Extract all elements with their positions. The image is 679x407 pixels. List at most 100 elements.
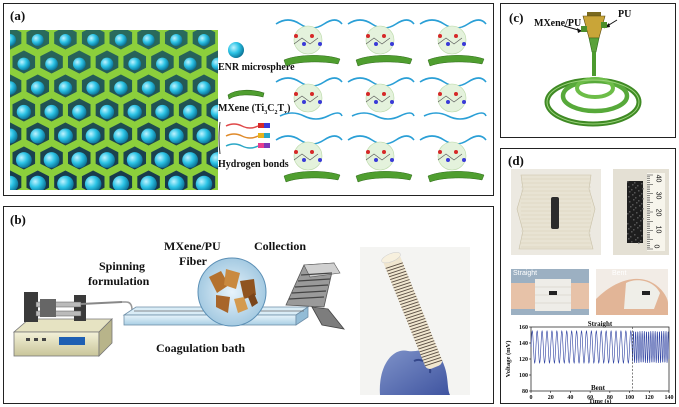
panel-b-label: (b) xyxy=(10,212,26,227)
coagulation-bath-label: Coagulation bath xyxy=(156,341,246,355)
enr-microsphere xyxy=(197,34,210,46)
mxene-label: MXene (Ti3C2Tx) xyxy=(218,103,291,116)
enr-microsphere xyxy=(195,175,213,190)
mxene-pu-label: MXene/PU xyxy=(534,18,582,29)
enr-microsphere xyxy=(99,104,115,120)
mxene-walls xyxy=(10,30,218,190)
honeycomb-illustration xyxy=(10,30,218,190)
enr-microsphere xyxy=(211,57,218,71)
voltage-series-line xyxy=(530,329,670,365)
enr-microsphere xyxy=(142,34,155,46)
hbond-unit xyxy=(275,77,343,120)
fiber-label-line2: Fiber xyxy=(179,254,207,268)
x-tick-label: 40 xyxy=(567,395,573,401)
enr-microsphere xyxy=(31,34,44,46)
enr-microsphere xyxy=(170,34,183,46)
x-tick-label: 80 xyxy=(607,395,613,401)
panel-a: (a) ENR microsphere MXene (Ti3C2Tx) xyxy=(3,3,494,196)
enr-microsphere xyxy=(183,104,198,120)
hbond-unit xyxy=(347,135,415,183)
collection-label: Collection xyxy=(254,239,306,253)
hbond-unit xyxy=(347,19,415,67)
enr-microspheres xyxy=(10,34,218,190)
fabric-ruler-photo xyxy=(613,169,669,255)
x-tick-label: 60 xyxy=(587,395,593,401)
enr-microsphere xyxy=(168,128,184,144)
fiber-spool-photo xyxy=(360,247,470,395)
formulation-label: formulation xyxy=(88,274,150,288)
enr-microsphere xyxy=(87,34,100,46)
enr-microsphere xyxy=(72,104,87,120)
panel-a-label: (a) xyxy=(10,8,26,23)
ruler-tick-label: 30 xyxy=(654,191,662,200)
hydrogen-bonds-label: Hydrogen bonds xyxy=(218,159,289,170)
y-tick-label: 120 xyxy=(519,357,528,363)
straight-photo-label: Straight xyxy=(513,270,538,277)
enr-microsphere xyxy=(58,81,73,95)
straight-knee-photo xyxy=(511,269,589,315)
enr-microsphere xyxy=(141,81,156,95)
mxene-sheet-icon xyxy=(227,89,265,100)
enr-microsphere xyxy=(183,57,197,71)
enr-microsphere xyxy=(140,175,157,190)
enr-microsphere xyxy=(196,128,212,144)
enr-microsphere xyxy=(57,175,74,190)
spinning-label: Spinning xyxy=(99,259,146,273)
enr-microsphere xyxy=(10,81,17,95)
x-tick-label: 0 xyxy=(530,395,533,401)
enr-microsphere xyxy=(16,104,31,120)
panel-c-label: (c) xyxy=(509,10,524,25)
hbond-unit xyxy=(275,19,343,67)
x-tick-label: 140 xyxy=(665,395,674,401)
pu-label: PU xyxy=(618,9,632,20)
x-axis-label: Time (s) xyxy=(589,398,612,404)
enr-microsphere xyxy=(71,152,88,168)
ruler-tick-label: 0 xyxy=(652,244,660,249)
y-tick-label: 100 xyxy=(519,373,528,379)
knitted-fabric-photo xyxy=(511,169,601,255)
panel-b: (b) Spinning formulation MXene/PU Fiber … xyxy=(3,206,494,404)
hbond-unit xyxy=(419,77,487,120)
enr-icon xyxy=(228,42,244,58)
enr-microsphere xyxy=(59,34,72,46)
bent-knee-photo xyxy=(596,269,668,315)
enr-microsphere xyxy=(182,152,199,168)
fiber-zoom-inset xyxy=(197,257,267,327)
coaxial-nozzle-fiber xyxy=(544,12,642,127)
enr-microsphere xyxy=(10,128,18,144)
enr-microsphere xyxy=(113,128,129,144)
hydrogen-bond-icon xyxy=(218,121,270,155)
enr-microsphere xyxy=(141,128,157,144)
enr-microsphere xyxy=(126,152,143,168)
bent-photo-label: Bent xyxy=(612,270,627,277)
enr-microsphere xyxy=(45,57,58,71)
enr-microsphere xyxy=(85,128,101,144)
enr-microsphere xyxy=(114,81,128,95)
enr-microsphere xyxy=(44,104,59,120)
fiber-label-line1: MXene/PU xyxy=(164,239,221,253)
molecular-schematic xyxy=(275,19,487,183)
enr-microsphere xyxy=(10,34,16,46)
enr-microsphere xyxy=(210,104,218,120)
y-tick-label: 80 xyxy=(522,389,528,395)
enr-microsphere xyxy=(43,152,60,168)
y-tick-label: 140 xyxy=(519,341,528,347)
enr-microsphere xyxy=(209,152,218,168)
enr-microsphere xyxy=(112,175,130,190)
y-axis-label: Voltage (mV) xyxy=(505,341,512,378)
enr-microsphere xyxy=(169,81,184,95)
x-tick-label: 100 xyxy=(625,395,634,401)
enr-microsphere xyxy=(30,81,45,95)
hbond-unit xyxy=(275,135,343,183)
x-tick-label: 120 xyxy=(645,395,654,401)
panel-d-label: (d) xyxy=(508,153,524,168)
enr-microsphere xyxy=(17,57,31,71)
enr-microsphere xyxy=(127,104,142,120)
x-tick-label: 20 xyxy=(548,395,554,401)
bent-annotation: Bent xyxy=(591,384,606,392)
wet-spinning-setup xyxy=(12,257,345,357)
enr-microsphere xyxy=(29,175,46,190)
enr-microsphere xyxy=(57,128,73,144)
enr-microsphere xyxy=(84,175,102,190)
